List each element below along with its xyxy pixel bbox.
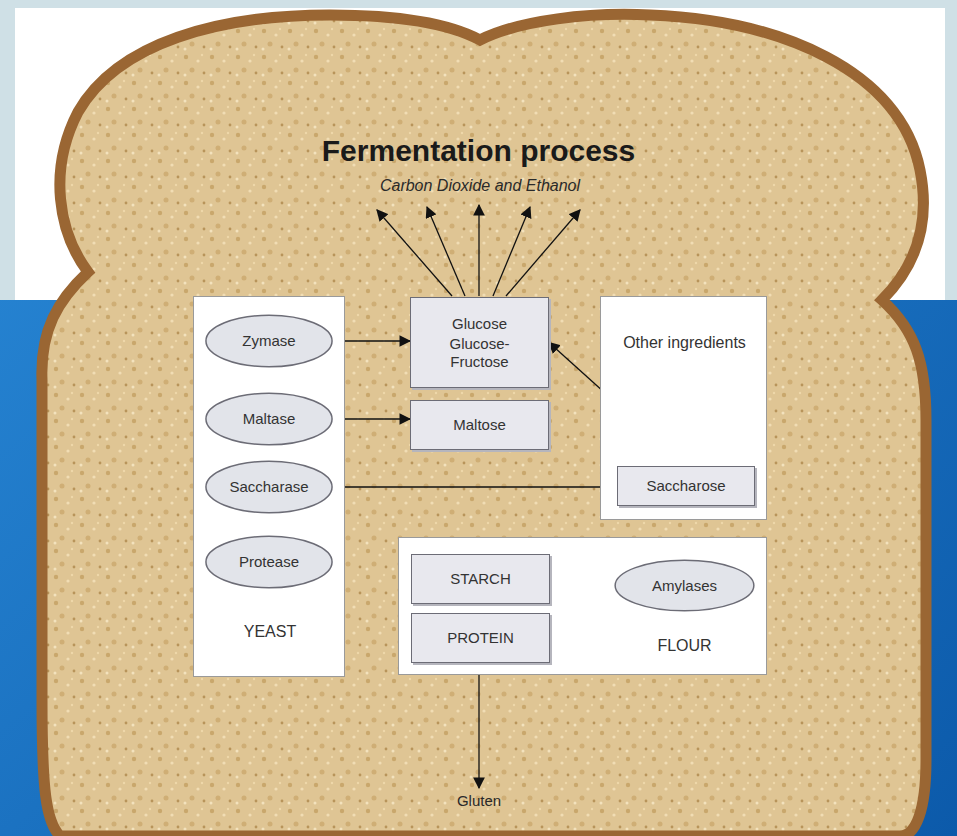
- product-arrow: [506, 210, 580, 296]
- product-arrow: [493, 207, 530, 296]
- substance-box: PROTEIN: [411, 613, 550, 663]
- panel-heading: YEAST: [244, 622, 296, 641]
- product-label: Gluten: [457, 792, 501, 810]
- bread-slice: [42, 14, 926, 836]
- node-text: Maltose: [453, 416, 506, 434]
- enzyme-name: Zymase: [242, 332, 295, 350]
- label-wrapper: Gluten: [400, 792, 558, 810]
- panel-heading-wrapper: YEAST: [194, 622, 346, 641]
- enzyme-name: Protease: [239, 553, 299, 571]
- product-arrow: [377, 210, 452, 296]
- product-arrow: [427, 207, 465, 296]
- enzyme-name: Saccharase: [229, 478, 308, 496]
- group-panel: Other ingredientsSaccharose: [600, 296, 767, 520]
- product-arrow: [478, 205, 479, 296]
- enzyme-ellipse: Zymase: [204, 313, 334, 369]
- label-wrapper: Carbon Dioxide and Ethanol: [280, 176, 680, 195]
- flow-arrow: [334, 486, 617, 487]
- group-panel: YEAST ZymaseMaltaseSaccharaseProtease: [193, 296, 345, 677]
- node-content: Protease: [204, 534, 334, 590]
- enzyme-ellipse: Protease: [204, 534, 334, 590]
- enzyme-name: Maltase: [243, 410, 296, 428]
- sugar-box: Saccharose: [617, 466, 755, 506]
- sugar-box: GlucoseGlucose-Fructose: [410, 297, 549, 388]
- substance-box: STARCH: [411, 554, 550, 604]
- node-content: Amylases: [613, 558, 756, 613]
- enzyme-ellipse: Amylases: [613, 558, 756, 613]
- ellipse-shape: [206, 536, 332, 588]
- product-label: Carbon Dioxide and Ethanol: [380, 176, 580, 195]
- node-content: Zymase: [204, 313, 334, 369]
- ellipse-shape: [206, 461, 332, 513]
- flow-arrow: [334, 340, 410, 341]
- node-content: Saccharase: [204, 459, 334, 515]
- node-content: Maltase: [204, 391, 334, 447]
- enzyme-name: Amylases: [652, 577, 717, 595]
- ellipse-shape: [206, 315, 332, 367]
- ellipse-shape: [206, 393, 332, 445]
- node-text: Glucose: [452, 315, 507, 333]
- product-arrows: [377, 205, 580, 788]
- panel-heading: FLOUR: [657, 636, 711, 655]
- panel-heading-wrapper: Other ingredients: [621, 333, 748, 352]
- panel-heading-wrapper: FLOUR: [613, 636, 756, 655]
- node-content: GlucoseGlucose-Fructose: [411, 298, 548, 387]
- group-panel: FLOUR STARCH PROTEIN Amylases: [398, 537, 767, 675]
- node-text: Saccharose: [646, 477, 725, 495]
- node-content: PROTEIN: [412, 614, 549, 662]
- node-text: PROTEIN: [447, 629, 514, 647]
- enzyme-ellipse: Maltase: [204, 391, 334, 447]
- node-content: STARCH: [412, 555, 549, 603]
- panel-heading: Other ingredients: [623, 333, 746, 352]
- node-content: Maltose: [411, 401, 548, 449]
- gluten-arrow: [478, 663, 479, 788]
- flow-arrow: [334, 418, 410, 419]
- node-content: Saccharose: [618, 467, 754, 505]
- node-text: Glucose-Fructose: [435, 335, 525, 371]
- title-wrapper: Fermentation process: [0, 133, 957, 169]
- ellipse-shape: [615, 560, 754, 611]
- enzyme-ellipse: Saccharase: [204, 459, 334, 515]
- node-text: STARCH: [450, 570, 511, 588]
- sugar-box: Maltose: [410, 400, 549, 450]
- diagram-title: Fermentation process: [322, 133, 635, 169]
